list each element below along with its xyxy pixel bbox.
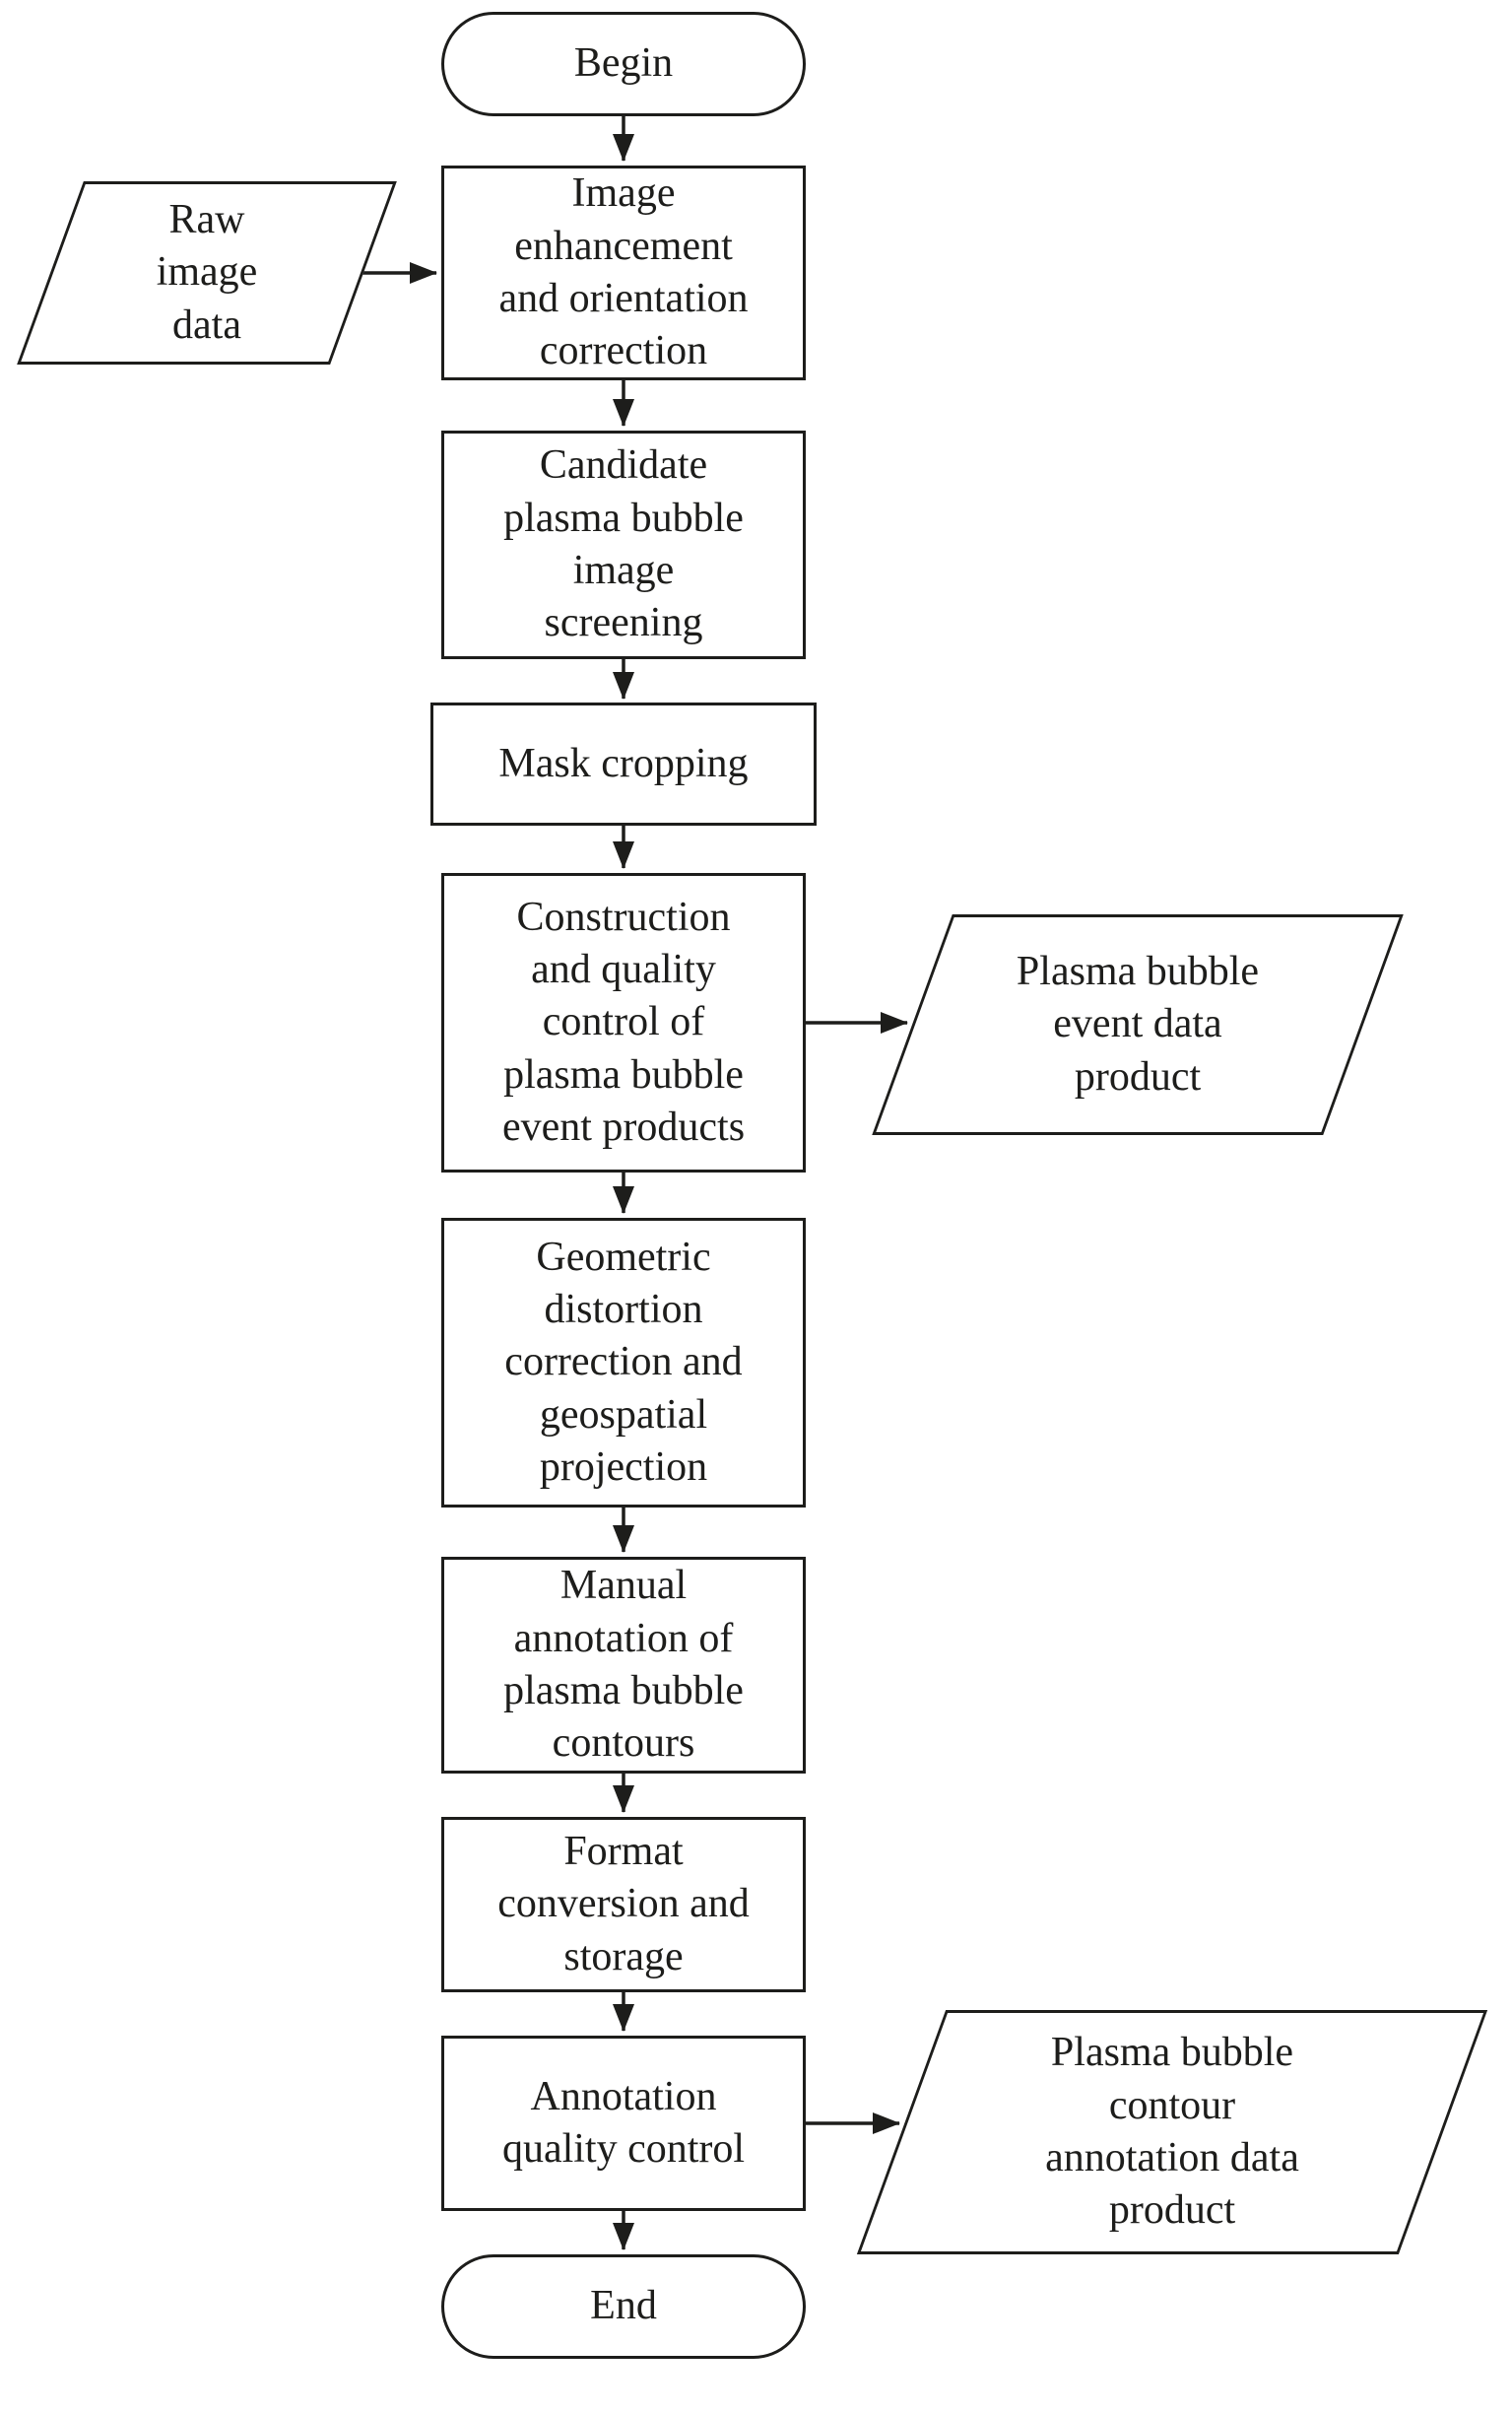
image-enhancement-node: Image enhancement and orientation correc… [441, 166, 806, 380]
format-conversion-label: Format conversion and storage [497, 1829, 750, 1979]
raw-image-data-node: Raw image data [15, 181, 399, 365]
candidate-screening-label: Candidate plasma bubble image screening [503, 442, 744, 646]
image-enhancement-label: Image enhancement and orientation correc… [498, 170, 749, 374]
event-product-construction-label: Construction and quality control of plas… [501, 894, 746, 1150]
contour-annotation-product-label: Plasma bubble contour annotation data pr… [1045, 2030, 1299, 2234]
geometric-correction-label: Geometric distortion correction and geos… [504, 1234, 743, 1490]
event-data-product-node: Plasma bubble event data product [867, 914, 1409, 1135]
candidate-screening-node: Candidate plasma bubble image screening [441, 431, 806, 659]
geometric-correction-node: Geometric distortion correction and geos… [441, 1218, 806, 1508]
contour-annotation-product-node: Plasma bubble contour annotation data pr… [852, 2010, 1492, 2254]
end-label: End [590, 2283, 657, 2329]
mask-cropping-label: Mask cropping [498, 740, 749, 786]
manual-annotation-node: Manual annotation of plasma bubble conto… [441, 1557, 806, 1774]
event-product-construction-node: Construction and quality control of plas… [441, 873, 806, 1173]
annotation-quality-control-label: Annotation quality control [501, 2073, 746, 2172]
event-data-product-label: Plasma bubble event data product [1016, 949, 1260, 1100]
raw-image-data-label: Raw image data [156, 197, 258, 348]
annotation-quality-control-node: Annotation quality control [441, 2036, 806, 2211]
manual-annotation-label: Manual annotation of plasma bubble conto… [503, 1563, 744, 1767]
mask-cropping-node: Mask cropping [430, 703, 817, 826]
end-node: End [441, 2254, 806, 2359]
begin-label: Begin [573, 40, 674, 87]
format-conversion-node: Format conversion and storage [441, 1817, 806, 1992]
begin-node: Begin [441, 12, 806, 116]
